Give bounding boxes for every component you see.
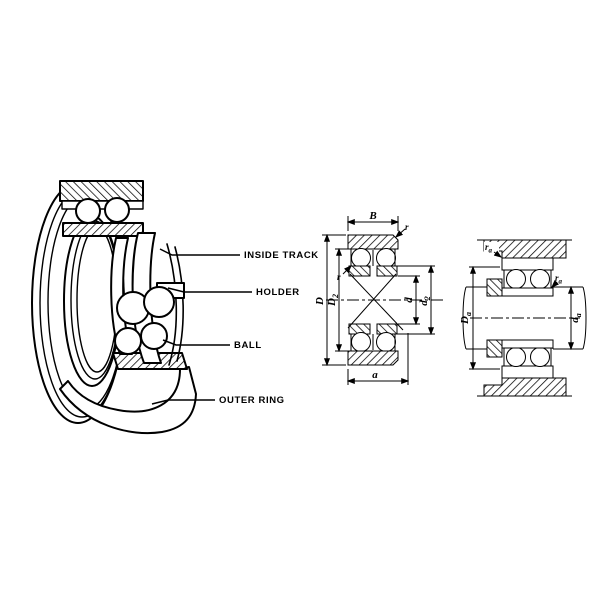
pictorial-view <box>31 180 197 435</box>
top-race-band <box>61 200 144 210</box>
mounted-ball-top-left <box>506 269 526 289</box>
section-outer-ring-top <box>347 234 399 250</box>
dim-label-d: d <box>403 297 415 303</box>
ball-lower-left <box>114 327 142 355</box>
mounted-view <box>462 239 587 397</box>
outer-rim-curve <box>166 243 178 366</box>
leader-outer-ring <box>151 399 215 405</box>
leader-ra-shaft <box>551 280 559 288</box>
ball-upper-right <box>143 286 175 318</box>
dim-label-D2: D2 <box>326 294 340 307</box>
section-ball-top-right <box>376 248 396 268</box>
mounted-ball-bot-left <box>506 347 526 367</box>
dim-label-ra-housing: ra <box>485 242 493 255</box>
label-inside-track: INSIDE TRACK <box>244 250 319 261</box>
mounted-ball-bot-right <box>530 347 550 367</box>
mounted-ball-top-right <box>530 269 550 289</box>
dim-label-da: da <box>569 313 583 323</box>
leader-ball <box>162 339 230 346</box>
top-ball-right <box>104 197 130 223</box>
section-inner-ring-bot-left <box>348 323 371 335</box>
label-outer-ring: OUTER RING <box>219 395 285 406</box>
pictorial-annotations <box>151 248 252 405</box>
contact-line-2 <box>347 273 397 329</box>
label-holder: HOLDER <box>256 287 300 298</box>
top-inner-ring-hatched <box>62 222 144 237</box>
ra-housing-label-bg <box>484 242 499 252</box>
leader-r-outer <box>395 228 406 238</box>
shaft-break-left <box>462 286 467 350</box>
outer-ring-flange <box>59 366 197 435</box>
label-ball: BALL <box>234 340 262 351</box>
dim-label-d2: d2 <box>418 296 432 306</box>
section-ball-top-left <box>351 248 371 268</box>
contact-line-1 <box>349 273 404 331</box>
leader-ra-housing <box>493 250 502 258</box>
shaft-spacer-bot <box>486 339 503 358</box>
housing-bot-hatched <box>483 377 567 397</box>
mounted-inner-ring-top <box>501 287 554 297</box>
mounted-outer-ring-bot <box>501 365 554 379</box>
section-outer-ring-bot <box>347 350 399 366</box>
dim-label-r-outer: r <box>405 222 409 232</box>
mounted-outer-ring-top <box>501 257 554 271</box>
outer-rim-curve-2 <box>174 246 184 362</box>
section-ball-bot-left <box>351 332 371 352</box>
section-ball-bot-right <box>376 332 396 352</box>
top-ball-left <box>75 198 101 224</box>
ball-lower-right <box>140 322 168 350</box>
leader-holder <box>167 287 252 293</box>
shaft-spacer-top <box>486 278 503 297</box>
dim-label-r-inner: r <box>337 272 341 282</box>
leader-inside-track <box>159 248 240 256</box>
leader-r-inner <box>342 265 352 275</box>
dim-label-D: D <box>314 297 326 306</box>
section-inner-ring-top-right <box>376 265 398 277</box>
section-view <box>322 216 446 385</box>
dim-label-B: B <box>368 210 376 222</box>
dim-label-Da: Da <box>459 312 473 325</box>
mounted-inner-ring-bot <box>501 339 554 349</box>
dim-label-a: a <box>372 369 378 381</box>
shaft-break-right <box>582 286 587 350</box>
section-inner-ring-top-left <box>348 265 371 277</box>
top-outer-ring-hatched <box>59 180 144 202</box>
dim-label-ra-shaft: ra <box>555 273 563 286</box>
